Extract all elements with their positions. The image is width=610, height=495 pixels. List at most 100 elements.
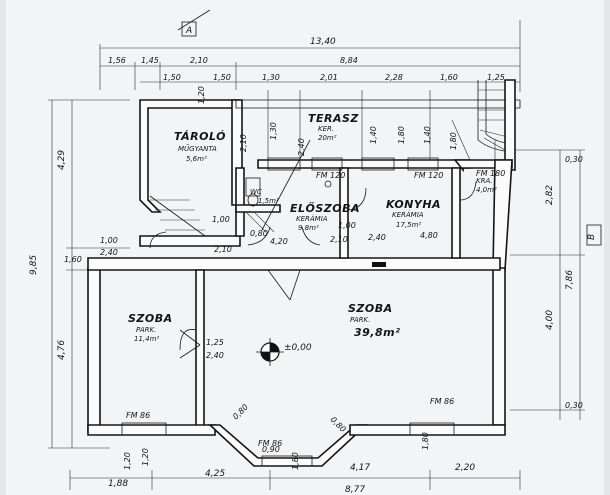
dim-top-2: 1,45: [141, 56, 159, 65]
dim-bottom-3: 4,17: [350, 463, 370, 473]
room-pantry-name: TÁROLÓ: [174, 130, 226, 143]
room-main-floor: PARK.: [350, 316, 370, 324]
terrace-leader: [261, 139, 311, 231]
right-lower-wall: [492, 267, 506, 426]
dim-top-4: 8,84: [340, 56, 358, 65]
dim-door-c: 1,00: [212, 215, 230, 224]
room-hall-floor: KERÁMIA: [296, 214, 328, 223]
dim-top-h2: 1,30: [269, 122, 278, 140]
staircase: [477, 79, 516, 171]
room-main-name: SZOBA: [348, 302, 393, 315]
entry-stair-hatch: [149, 195, 206, 237]
dim-right-3: 4,00: [545, 310, 555, 330]
terrace-windows: [267, 157, 439, 171]
dim-top-overall: 13,40: [310, 37, 336, 47]
dim-row2-7: 1,25: [487, 73, 505, 82]
level-marker-label: ±0,00: [284, 343, 312, 353]
dim-win-3: FM 86: [258, 439, 282, 448]
dim-door-e: 1,00: [338, 221, 356, 230]
left-exterior-wall: [87, 267, 101, 433]
dim-row2-2: 1,50: [213, 73, 231, 82]
hall-bottom-wall: [139, 235, 241, 247]
room-pantry-floor: MŰGYANTA: [178, 144, 217, 153]
right-dimensions: 2,82 7,86 4,00 0,30 0,30 B: [510, 149, 602, 420]
bottom-dimensions: 1,88 4,25 4,17 2,20 8,77: [69, 463, 521, 495]
dim-top-h1: 1,20: [197, 86, 206, 104]
bottom-left-wall: [87, 424, 216, 436]
dim-win-5: FM 120: [414, 171, 443, 180]
label-room-left: SZOBA PARK. 11,4m²: [128, 312, 173, 343]
dim-door-a: 1,00: [100, 236, 118, 245]
room-wc-area: 1,5m²: [258, 197, 279, 205]
bottom-right-wall: [349, 424, 506, 436]
hall-kitchen-partition: [339, 167, 349, 259]
label-room-main: SZOBA PARK. 39,8m²: [348, 302, 400, 339]
room-left-area: 11,4m²: [134, 335, 159, 343]
dim-top-h4: 1,80: [449, 132, 458, 150]
label-wc: WC 1,5m²: [250, 188, 279, 205]
dim-win-1: FM 86: [126, 411, 150, 420]
dim-hall-depth: 2,40: [368, 233, 386, 242]
dim-left-upper: 4,29: [57, 150, 67, 170]
dim-right-5: 0,30: [565, 401, 583, 410]
dim-hall-h: 2,40: [297, 138, 306, 156]
dim-door-f: 0,80: [250, 229, 268, 238]
room-hall-area: 9,8m²: [298, 224, 319, 232]
dim-left-overall: 9,85: [29, 255, 39, 275]
room-left-floor: PARK.: [136, 326, 156, 334]
dim-left-lower: 4,76: [57, 340, 67, 360]
room-kitchen-name: KONYHA: [386, 198, 441, 211]
vent-icon: [372, 262, 386, 267]
dim-row2-4: 2,01: [320, 73, 338, 82]
drain-icon: [324, 180, 332, 188]
dim-left-mid: 1,60: [64, 255, 82, 264]
dim-kitchen-h2: 1,40: [423, 126, 432, 144]
room-wc-name: WC: [250, 188, 262, 196]
dim-room-left-w1: 1,25: [206, 338, 224, 347]
side-marker: [586, 224, 602, 246]
dim-row2-3: 1,30: [262, 73, 280, 82]
room-pantry-area: 5,6m²: [186, 155, 207, 163]
dim-bottom-1: 1,88: [108, 479, 128, 489]
dim-top-3: 2,10: [190, 56, 208, 65]
room-terrace-name: TERASZ: [308, 112, 359, 125]
dim-win-2: FM 86: [430, 397, 454, 406]
dim-row2-6: 1,60: [440, 73, 458, 82]
wc-partition: [235, 167, 245, 237]
room-terrace-floor: KER.: [318, 125, 334, 133]
dim-right-1: 2,82: [545, 185, 555, 205]
dim-door-g: 2,10: [330, 235, 348, 244]
dim-door-b: 2,40: [100, 248, 118, 257]
terrace-guides: [267, 90, 471, 161]
dim-bottom-4: 2,20: [455, 463, 475, 473]
label-hall: ELŐSZOBA KERÁMIA 9,8m²: [290, 201, 360, 232]
doors: [149, 181, 477, 359]
dim-win-4: FM 120: [316, 171, 345, 180]
section-marker-label: A: [185, 26, 192, 36]
room-main-area: 39,8m²: [354, 326, 400, 339]
dim-bottom-2: 4,25: [205, 469, 225, 479]
section-marker: A: [177, 9, 211, 37]
room-terrace-area: 20m²: [318, 134, 337, 142]
dim-kitchen-h1: 1,40: [369, 126, 378, 144]
top-dimensions: 13,40 1,56 1,45 2,10 8,84 1,50 1,50 1,30…: [99, 20, 521, 92]
dim-bottom-overall: 8,77: [345, 485, 365, 495]
side-marker-label: B: [587, 234, 597, 240]
dim-kitchen-width: 4,80: [420, 231, 438, 240]
label-terrace: TERASZ KER. 20m²: [308, 112, 359, 142]
room-small-name: KRA.: [476, 177, 493, 185]
dim-row2-5: 2,28: [385, 73, 403, 82]
room-left-name: SZOBA: [128, 312, 173, 325]
bottom-windows: [121, 422, 455, 467]
interior-dimensions: 4,20 4,80 1,00 2,40 1,00 2,10 1,00 2,10 …: [100, 86, 505, 470]
room-small-area: 4,0m²: [476, 186, 497, 194]
room-partition: [195, 269, 205, 433]
dim-wall-h2: 1,80: [421, 432, 430, 450]
label-small-room: KRA. 4,0m²: [476, 177, 497, 194]
dim-top-1: 1,56: [108, 56, 126, 65]
dim-right-2: 7,86: [565, 270, 575, 290]
wc-bottom: [235, 204, 281, 213]
dim-door-d: 2,10: [214, 245, 232, 254]
dim-left-h2: 2,10: [239, 134, 248, 152]
